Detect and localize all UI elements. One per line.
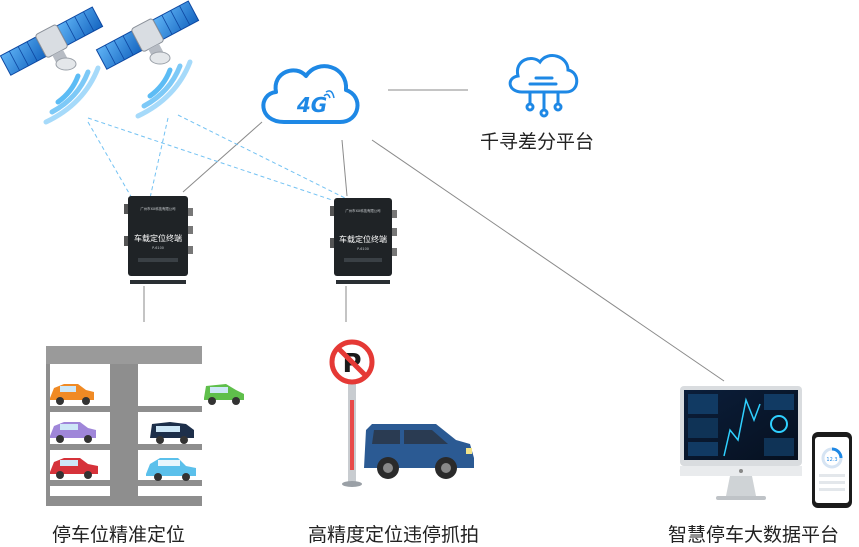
label-qianxun-platform: 千寻差分平台 [480, 131, 595, 153]
garage-car-navy [150, 422, 194, 444]
sat1-terminal1 [87, 121, 134, 201]
entering-car-green [204, 384, 244, 405]
cloud-4g-icon: 4G [261, 64, 360, 124]
phone-value: 12.3 [826, 457, 837, 463]
garage-car-purple [50, 422, 96, 443]
satellite-icon [95, 0, 200, 70]
signal-waves-1 [43, 65, 101, 125]
link-4g-bigdata [371, 139, 725, 382]
satellite-dish [149, 51, 171, 65]
monitor-icon [680, 386, 802, 500]
label-violation-capture: 高精度定位违停抓拍 [308, 524, 480, 546]
terminal-name: 车载定位终端 [134, 233, 182, 243]
garage-car-cyan [146, 458, 196, 481]
satellite-icon [0, 6, 104, 76]
garage-car-orange [50, 384, 94, 405]
terminal-company: 广州市XX科技有限公司 [345, 208, 380, 213]
van-icon [364, 424, 474, 479]
phone-icon: 12.3 [812, 432, 852, 508]
sat1-terminal2 [87, 117, 333, 201]
label-smart-platform: 智慧停车大数据平台 [668, 524, 840, 546]
satellite-links [87, 114, 346, 201]
solid-links [143, 89, 725, 382]
no-parking-sign-icon: P [329, 339, 375, 487]
cloud-network-icon [508, 54, 579, 118]
link-4g-terminal1 [182, 121, 263, 193]
terminal-model: P-6100 [357, 247, 369, 251]
satellite-dish [55, 57, 77, 71]
terminal-device-icon: 广州市XX科技有限公司 车载定位终端 P-6100 [330, 198, 397, 284]
terminal-name: 车载定位终端 [339, 234, 387, 244]
cloud-4g-text: 4G [296, 93, 327, 117]
garage-car-red [50, 458, 98, 479]
terminal-company: 广州市XX科技有限公司 [140, 206, 175, 211]
link-4g-terminal2 [341, 139, 348, 197]
terminal-device-icon: 广州市XX科技有限公司 车载定位终端 P-6100 [124, 196, 193, 284]
sat2-terminal1 [149, 117, 169, 199]
sat2-terminal2 [177, 114, 346, 199]
label-parking-precise: 停车位精准定位 [52, 524, 186, 546]
terminal-model: P-6100 [152, 246, 164, 250]
signal-waves-2 [135, 59, 193, 119]
